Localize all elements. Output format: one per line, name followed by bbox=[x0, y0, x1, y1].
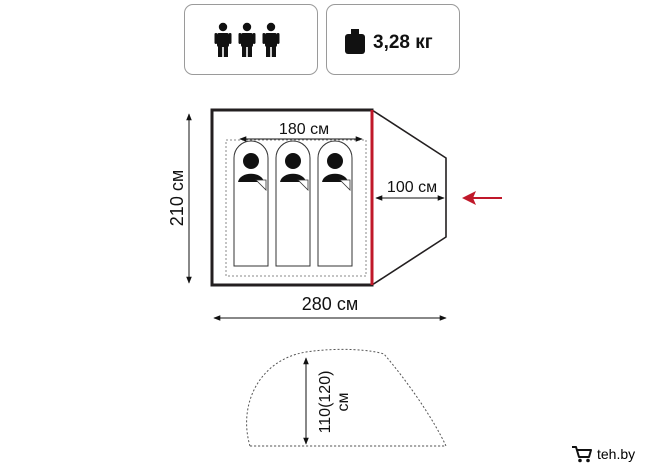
weight-value: 3,28 кг bbox=[373, 32, 433, 53]
weight-badge: 3,28 кг bbox=[326, 4, 460, 75]
width-label: 280 см bbox=[302, 294, 358, 314]
cart-icon bbox=[572, 446, 592, 463]
watermark: teh.by bbox=[568, 443, 666, 465]
capacity-badge bbox=[184, 4, 318, 75]
watermark-text: teh.by bbox=[597, 446, 636, 462]
sleeping-bag bbox=[233, 140, 269, 267]
profile-height-unit: см bbox=[335, 393, 352, 412]
weight-icon bbox=[345, 29, 365, 54]
height-label: 210 см bbox=[167, 170, 187, 226]
three-persons-icon bbox=[214, 22, 280, 57]
sleeping-bag bbox=[317, 140, 353, 267]
sleeping-length-label: 180 см bbox=[279, 121, 329, 138]
sleeper-head-icon bbox=[322, 153, 348, 182]
sleeping-bag bbox=[275, 140, 311, 267]
profile-height-label: 110(120) bbox=[317, 371, 334, 434]
sleeper-head-icon bbox=[238, 153, 264, 182]
vestibule-depth-label: 100 см bbox=[387, 179, 437, 196]
entrance-arrow-icon bbox=[462, 191, 502, 205]
vestibule-outline bbox=[371, 109, 447, 286]
sleeper-head-icon bbox=[280, 153, 306, 182]
